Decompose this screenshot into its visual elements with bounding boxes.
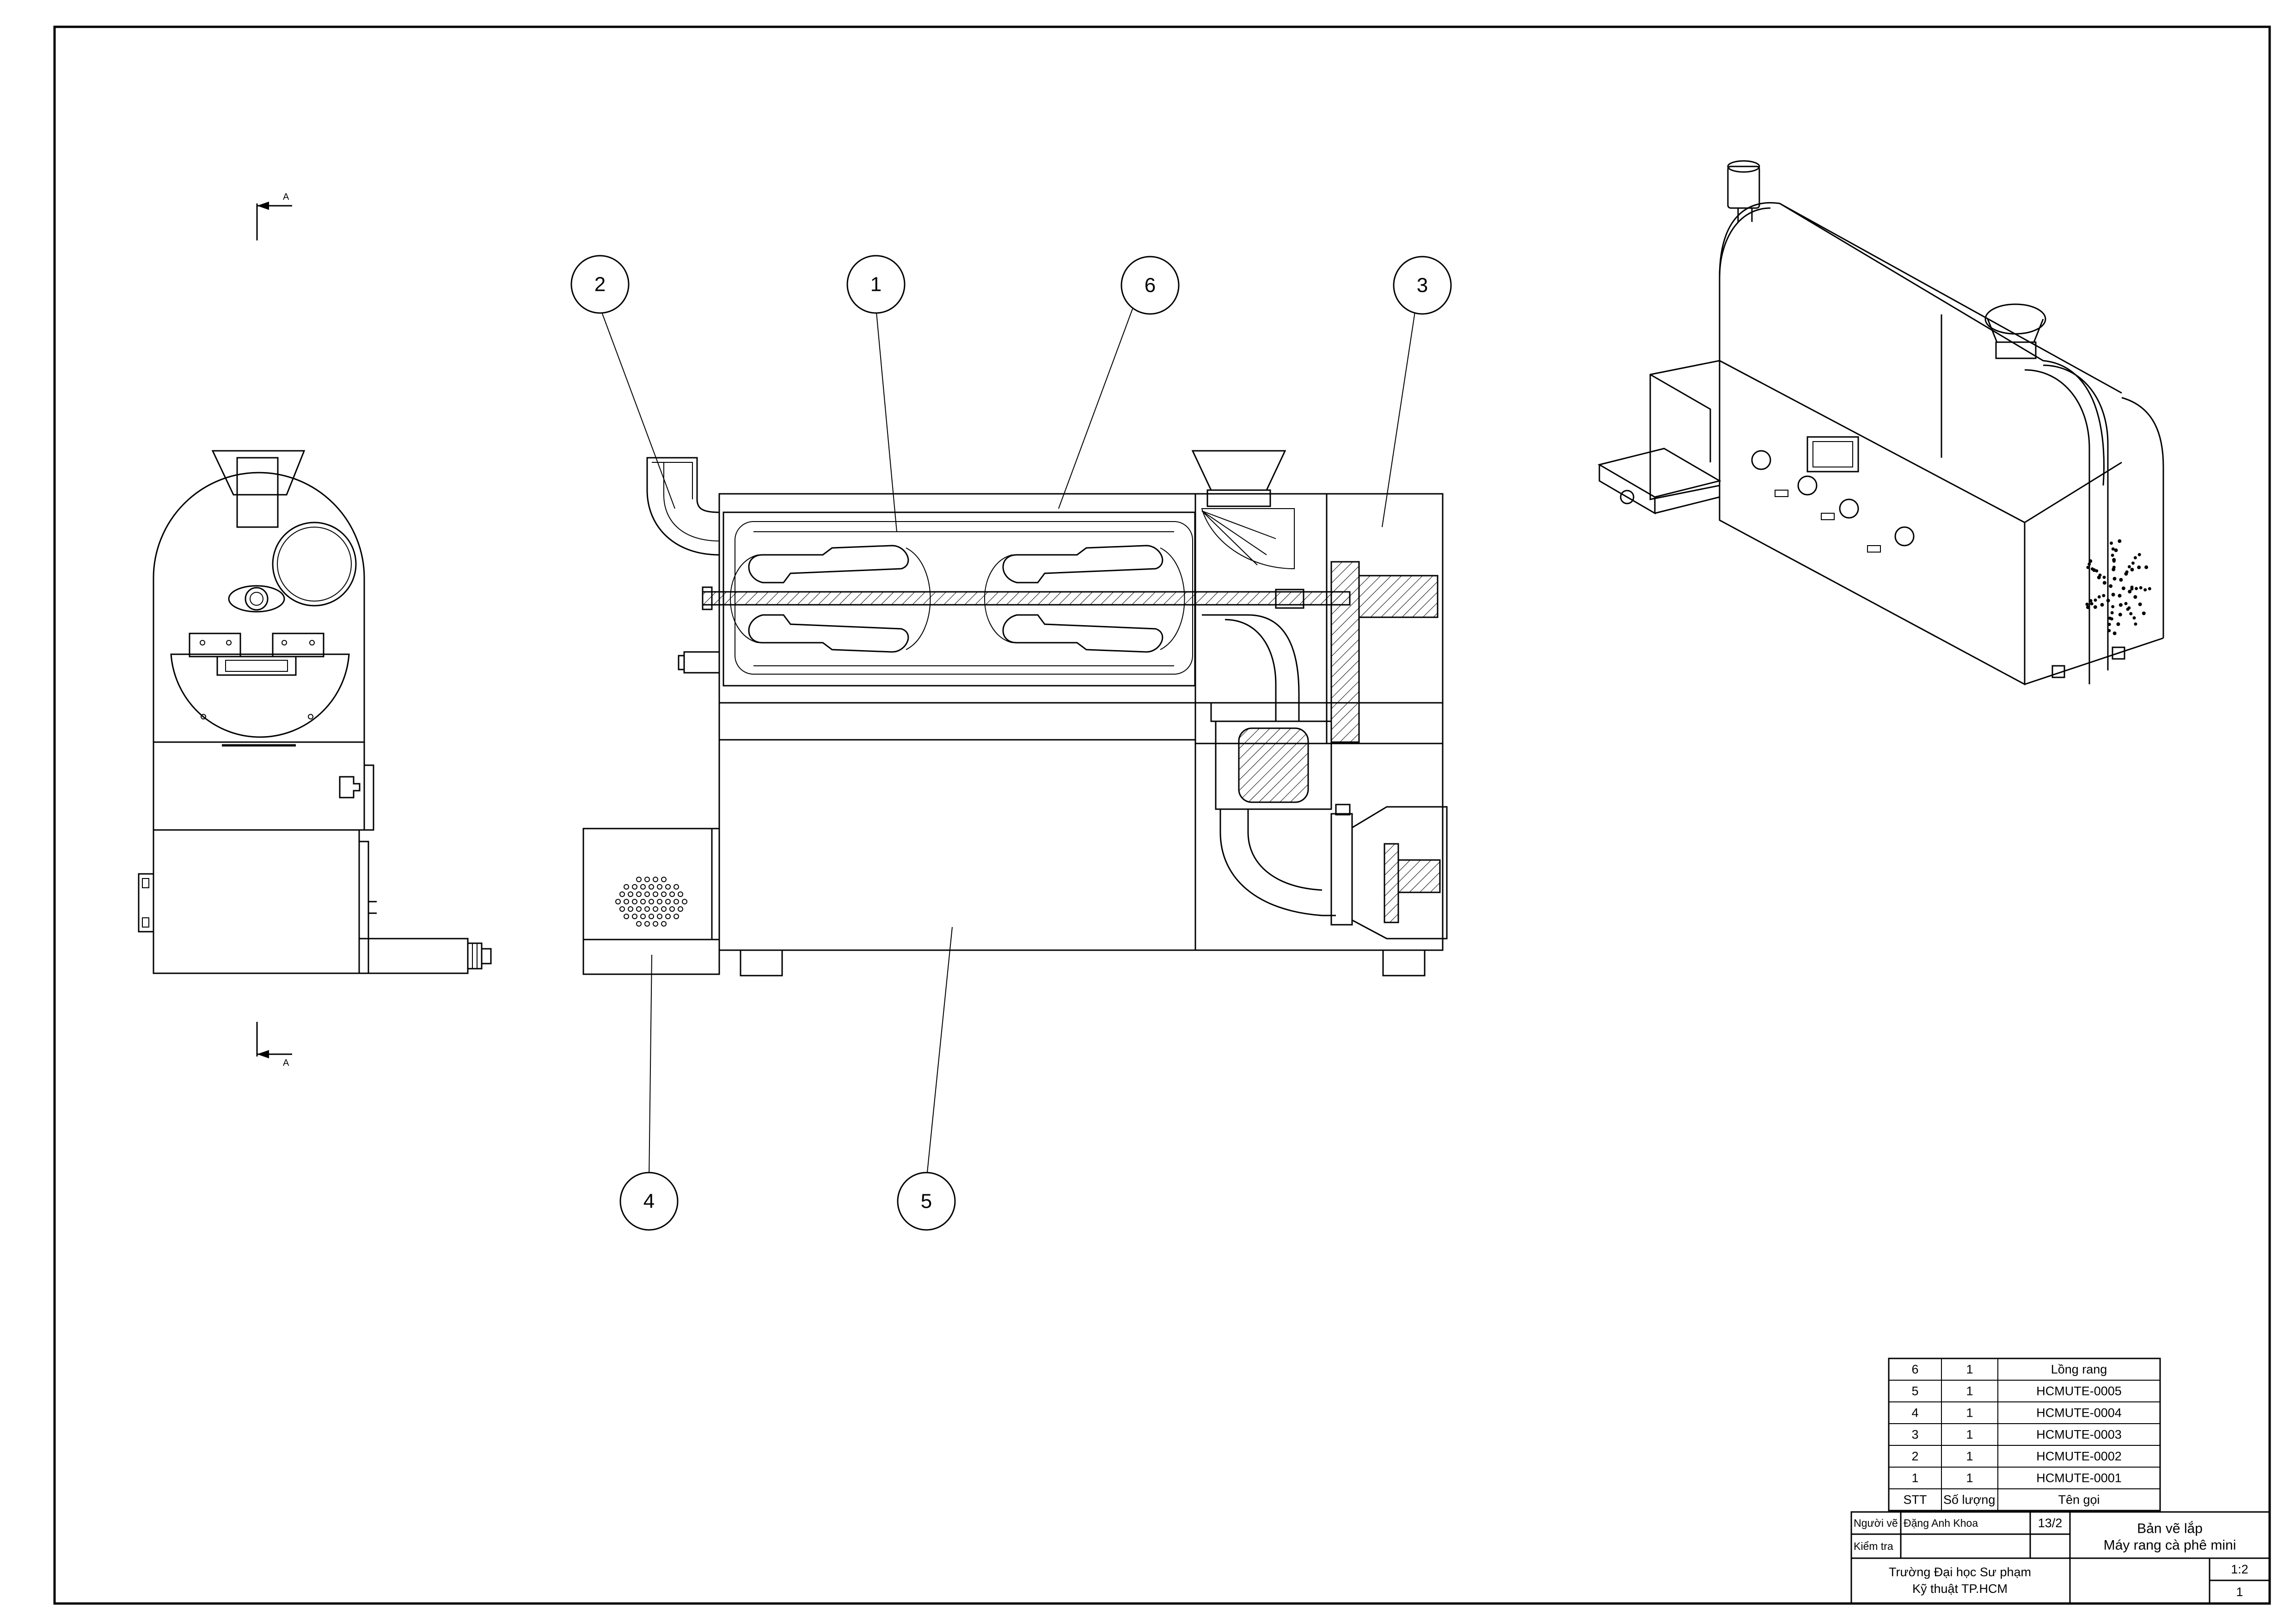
- drawn-by-label: Người vẽ: [1854, 1517, 1898, 1529]
- parts-table-row: 3 1 HCMUTE-0003: [1911, 1428, 2121, 1442]
- section-marker-top: A: [256, 192, 292, 240]
- parts-table-row: 2 1 HCMUTE-0002: [1911, 1450, 2121, 1463]
- school-line1: Trường Đại học Sư phạm: [1889, 1565, 2031, 1579]
- parts-cell-stt: 5: [1911, 1384, 1918, 1398]
- svg-text:6: 6: [1145, 274, 1156, 297]
- iso-vent-holes: [2085, 539, 2151, 635]
- section-marker-bottom: A: [256, 1022, 292, 1068]
- sheet-number: 1: [2236, 1585, 2243, 1599]
- parts-table-row: 4 1 HCMUTE-0004: [1911, 1406, 2121, 1420]
- parts-cell-name: HCMUTE-0002: [2036, 1450, 2122, 1463]
- drawing-title-line2: Máy rang cà phê mini: [2104, 1538, 2236, 1553]
- parts-cell-qty: Số lượng: [1943, 1493, 1995, 1507]
- checked-label: Kiểm tra: [1854, 1540, 1893, 1552]
- svg-text:3: 3: [1417, 274, 1428, 297]
- parts-cell-stt: 2: [1911, 1450, 1918, 1463]
- parts-table-header: STT Số lượng Tên gọi: [1904, 1493, 2100, 1507]
- parts-cell-name: Lồng rang: [2051, 1363, 2107, 1376]
- svg-text:5: 5: [921, 1190, 932, 1213]
- leader-lines: [600, 307, 1416, 1182]
- parts-cell-qty: 1: [1966, 1450, 1973, 1463]
- parts-cell-name: HCMUTE-0005: [2036, 1384, 2122, 1398]
- school-line2: Kỹ thuật TP.HCM: [1912, 1582, 2008, 1596]
- balloon-1[interactable]: 1: [846, 255, 906, 314]
- balloon-4[interactable]: 4: [619, 1172, 679, 1231]
- parts-cell-stt: 1: [1911, 1471, 1918, 1485]
- burner-vent-holes: [615, 877, 687, 927]
- parts-table-row: 5 1 HCMUTE-0005: [1911, 1384, 2121, 1398]
- section-label-bottom: A: [283, 1058, 289, 1068]
- svg-text:4: 4: [643, 1190, 655, 1213]
- parts-cell-qty: 1: [1966, 1384, 1973, 1398]
- section-label-top: A: [283, 192, 289, 202]
- drawing-title-line1: Bản vẽ lắp: [2137, 1521, 2203, 1536]
- sheet-border: [53, 25, 2271, 1605]
- parts-cell-qty: 1: [1966, 1471, 1973, 1485]
- drawing-scale: 1:2: [2231, 1562, 2248, 1576]
- balloon-3[interactable]: 3: [1393, 256, 1452, 315]
- parts-cell-qty: 1: [1966, 1363, 1973, 1376]
- front-section-view: [582, 450, 1448, 977]
- parts-table-row: 1 1 HCMUTE-0001: [1911, 1471, 2121, 1485]
- parts-cell-stt: 4: [1911, 1406, 1918, 1420]
- svg-text:2: 2: [594, 273, 606, 296]
- parts-cell-stt: 6: [1911, 1363, 1918, 1376]
- balloon-2[interactable]: 2: [570, 255, 630, 314]
- parts-cell-name: Tên gọi: [2058, 1493, 2100, 1507]
- parts-cell-stt: 3: [1911, 1428, 1918, 1442]
- balloon-5[interactable]: 5: [897, 1172, 956, 1231]
- parts-cell-stt: STT: [1904, 1493, 1927, 1507]
- parts-cell-qty: 1: [1966, 1428, 1973, 1442]
- parts-cell-qty: 1: [1966, 1406, 1973, 1420]
- parts-cell-name: HCMUTE-0001: [2036, 1471, 2122, 1485]
- parts-table-row: 6 1 Lồng rang: [1911, 1363, 2107, 1376]
- parts-cell-name: HCMUTE-0004: [2036, 1406, 2122, 1420]
- title-block: Người vẽ Đặng Anh Khoa 13/2 Kiểm tra Bản…: [1850, 1511, 2271, 1604]
- drawn-by-name: Đặng Anh Khoa: [1904, 1517, 1978, 1529]
- isometric-view: [1598, 160, 2164, 686]
- balloon-6[interactable]: 6: [1120, 256, 1180, 315]
- svg-text:1: 1: [870, 273, 882, 296]
- side-view: A A: [138, 192, 492, 1068]
- parts-cell-name: HCMUTE-0003: [2036, 1428, 2122, 1442]
- drawing-date: 13/2: [2038, 1516, 2063, 1530]
